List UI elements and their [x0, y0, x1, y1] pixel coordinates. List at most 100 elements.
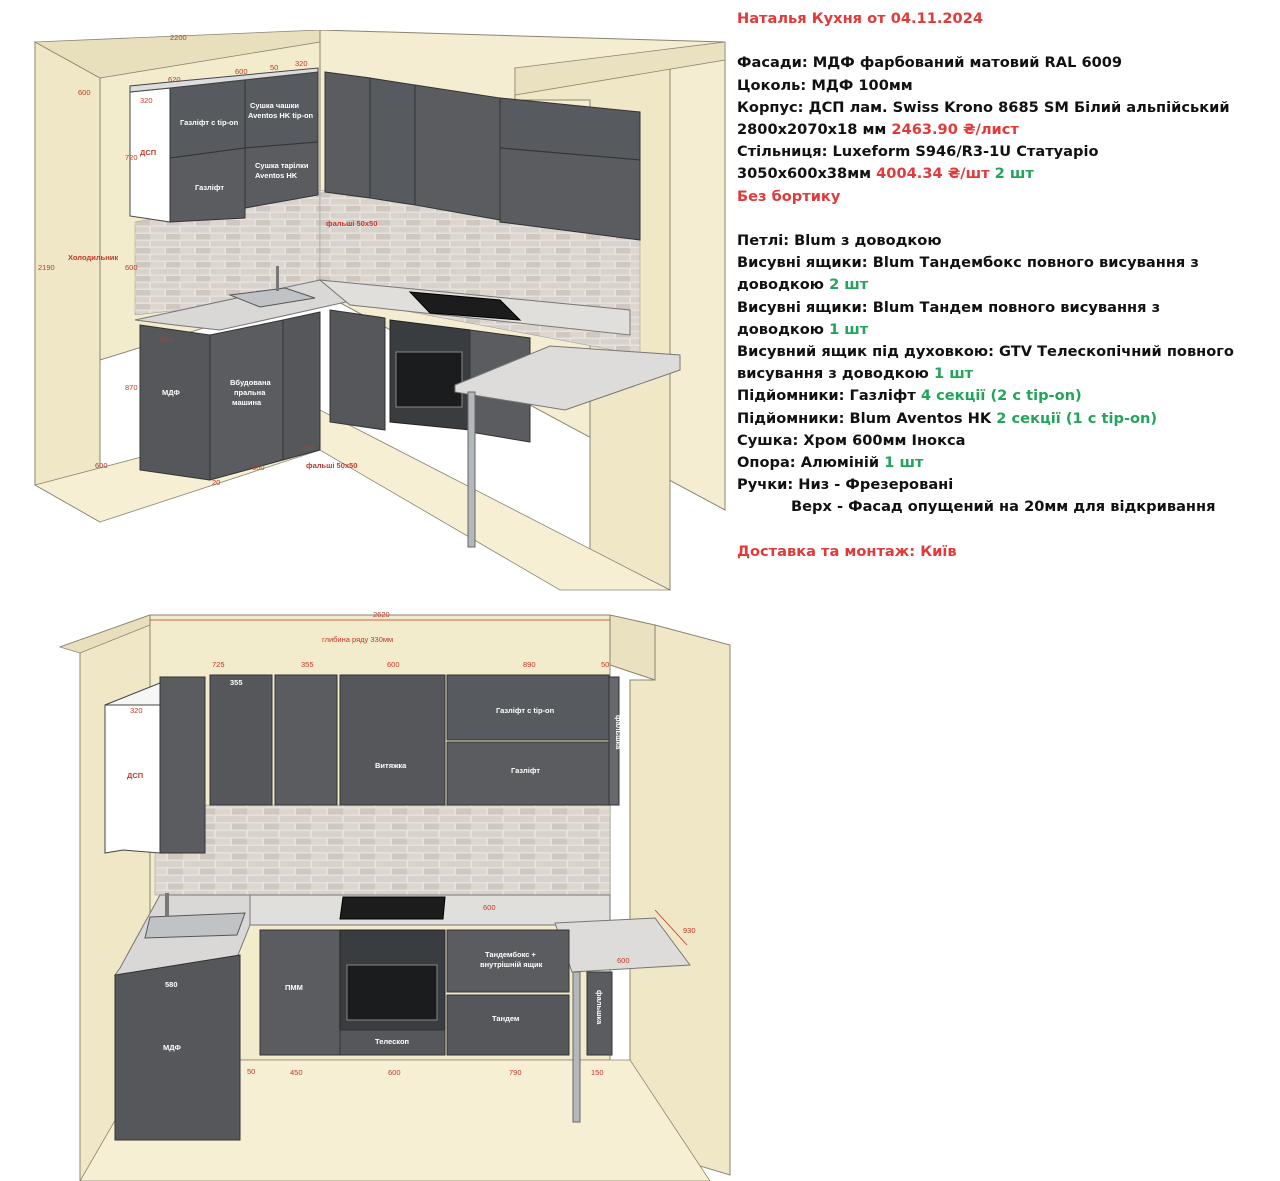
upper-cab-2 [244, 71, 319, 149]
label-hood: Витяжка [375, 761, 407, 770]
dim-2620: 2620 [373, 610, 390, 619]
spec-body-price: 2463.90 ₴/лист [891, 121, 1019, 138]
dim-580: 580 [165, 980, 178, 989]
spec-drawers1-qty: 2 шт [829, 276, 869, 294]
base-telescope [339, 1029, 446, 1056]
spec-drawers1-2: доводкою 2 шт [737, 276, 869, 294]
label-washer-3: машина [232, 398, 262, 407]
upper-cab-3 [169, 147, 246, 223]
label-false-right: фальшка [614, 715, 623, 750]
dim-floor-600b: 600 [252, 463, 265, 472]
dim-20: 20 [212, 478, 220, 487]
label-tandembox-1: Тандембокс + [485, 950, 537, 959]
dim-600-h: 600 [125, 263, 138, 272]
upper-cab-4 [244, 141, 319, 209]
label-false-panel-top: фальші 50х50 [326, 219, 377, 228]
dim-50: 50 [601, 660, 609, 669]
dim-725: 725 [212, 660, 225, 669]
label-false-panel-bottom: фальші 50х50 [306, 461, 357, 470]
dim-600-top: 600 [483, 903, 496, 912]
dim-620: 620 [168, 75, 181, 84]
label-gas: Газліфт [195, 183, 224, 192]
base-tandem [446, 994, 570, 1056]
bar-leg [467, 391, 476, 548]
dim-870: 870 [125, 383, 138, 392]
left-wall [34, 41, 101, 523]
dim-600: 600 [235, 67, 248, 76]
dim-890: 890 [523, 660, 536, 669]
kitchen-render-bottom: 2620 глибина ряду 330мм 725 355 600 890 … [58, 610, 731, 1181]
label-dryer-plates-2: Aventos HK [255, 171, 298, 180]
floor-450: 450 [290, 1068, 303, 1077]
spec-drawers1: Висувні ящики: Blum Тандембокс повного в… [737, 254, 1199, 272]
dim-row-depth: глибина ряду 330мм [322, 635, 393, 644]
upper-cab-725 [209, 674, 273, 806]
label-mdf: МДФ [163, 1043, 181, 1052]
spec-body: Корпус: ДСП лам. Swiss Krono 8685 SM Біл… [737, 98, 1230, 116]
kitchen-render-top: 2200 600 620 600 50 320 320 720 2190 600… [33, 30, 726, 591]
spec-oven-drawer: Висувний ящик під духовкою: GTV Телескоп… [737, 343, 1234, 361]
label-washer-1: Вбудована [230, 378, 271, 387]
spec-top-size: 3050х600х38мм 4004.34 ₴/шт 2 шт [737, 165, 1034, 183]
spec-delivery: Доставка та монтаж: Київ [737, 542, 957, 560]
dim-355-h: 355 [230, 678, 243, 687]
upper-top [129, 67, 319, 93]
bar-top [454, 345, 681, 411]
spec-no-edge: Без бортику [737, 187, 841, 205]
spec-dryer: Сушка: Хром 600мм Інокса [737, 431, 966, 449]
cooktop [408, 291, 522, 321]
faucet [165, 893, 169, 917]
base-left-front [139, 324, 211, 481]
floor [33, 409, 671, 591]
spec-handles: Ручки: Низ - Фрезеровані [737, 476, 954, 494]
spec-support-qty: 1 шт [884, 454, 924, 472]
pillar-front [514, 41, 726, 96]
label-dryer-cups: Сушка чашки [250, 101, 299, 110]
dim-floor-600a: 600 [95, 461, 108, 470]
base-false-bar [586, 971, 613, 1056]
upper-cab-gas [446, 741, 610, 806]
upper-cab-gas-tipon [446, 674, 610, 741]
floor-600: 600 [388, 1068, 401, 1077]
right-wall-front [609, 614, 656, 681]
upper-cab-355 [274, 674, 338, 806]
spec-handles-2: Верх - Фасад опущений на 20мм для відкри… [791, 498, 1216, 516]
dim-350: 350 [302, 443, 315, 452]
spec-lifts2: Підйомники: Blum Aventos HK 2 секції (1 … [737, 409, 1158, 427]
upper-end-cab [159, 676, 206, 854]
dim-2190: 2190 [38, 263, 55, 272]
spec-top: Стільниця: Luxeform S946/R3-1U Статуаріо [737, 143, 1099, 161]
spec-drawers2: Висувні ящики: Blum Тандем повного висув… [737, 298, 1161, 316]
label-dryer-plates: Сушка тарілки [255, 161, 309, 170]
label-gas-tipon: Газліфт с tip-on [496, 706, 555, 715]
dim-320-side: 320 [140, 96, 153, 105]
base-left-door2 [282, 311, 321, 461]
base-dishwasher [259, 929, 341, 1056]
spec-facades: Фасади: МДФ фарбований матовий RAL 6009 [737, 54, 1123, 72]
spec-hinges: Петлі: Blum з доводкою [737, 232, 942, 249]
spec-title: Наталья Кухня от 04.11.2024 [737, 10, 984, 27]
dim-50: 50 [270, 63, 278, 72]
dim-320: 320 [295, 59, 308, 68]
spec-top-qty: 2 шт [989, 165, 1034, 183]
floor-50: 50 [247, 1067, 255, 1076]
upper-right-cab-2 [369, 77, 416, 206]
upper-right-cab-5 [499, 147, 641, 241]
bar-leg [572, 971, 581, 1123]
upper-cab-hood [339, 674, 446, 806]
spec-support: Опора: Алюміній 1 шт [737, 454, 924, 472]
upper-false-right [608, 676, 620, 806]
oven-window [346, 964, 438, 1021]
dim-720: 720 [125, 153, 138, 162]
spec-lifts1-qty: 4 секції (2 с tip-on) [920, 387, 1082, 405]
spec-panel: Наталья Кухня от 04.11.2024 Фасади: МДФ … [737, 8, 1277, 563]
backsplash [154, 804, 611, 896]
dim-left-600: 600 [78, 88, 91, 97]
label-tandem: Тандем [492, 1014, 520, 1023]
label-mdf: МДФ [162, 388, 180, 397]
label-dsp: ДСП [140, 148, 156, 157]
base-right-1 [329, 309, 386, 431]
upper-right-cab-1 [324, 71, 371, 199]
base-left-mdf [114, 954, 241, 1141]
spec-top-price: 4004.34 ₴/шт [876, 165, 990, 183]
